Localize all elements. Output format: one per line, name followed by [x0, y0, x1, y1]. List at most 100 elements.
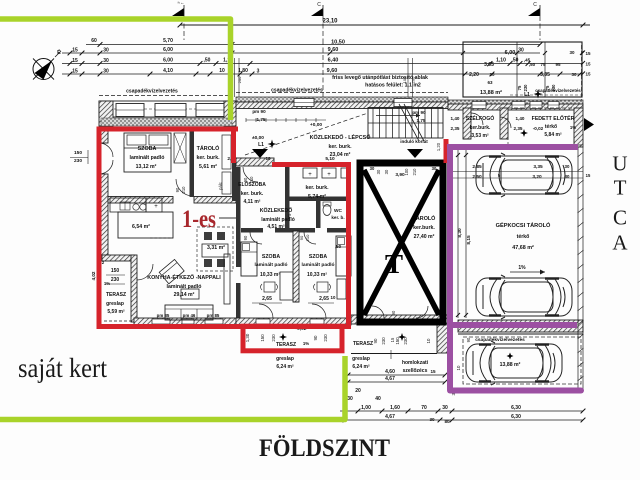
svg-text:210: 210 — [305, 234, 310, 241]
svg-text:95: 95 — [555, 62, 561, 67]
svg-text:210: 210 — [249, 176, 254, 184]
svg-text:homlokzati: homlokzati — [402, 360, 429, 366]
svg-text:pm 90: pm 90 — [252, 109, 266, 114]
svg-text:1%: 1% — [303, 341, 309, 346]
svg-text:230: 230 — [523, 84, 528, 92]
svg-text:30: 30 — [103, 69, 109, 75]
svg-text:-0,02: -0,02 — [533, 126, 544, 131]
svg-text:4,10: 4,10 — [163, 68, 173, 74]
svg-text:ker. b.: ker. b. — [331, 215, 344, 220]
svg-text:,50: ,50 — [512, 58, 519, 64]
svg-text:pálc: pálc — [218, 182, 223, 190]
svg-text:90: 90 — [391, 310, 396, 315]
svg-text:1%: 1% — [570, 125, 576, 130]
svg-text:saját kert: saját kert — [18, 353, 107, 383]
svg-text:KÖZLEKEDŐ - LÉPCSŐ: KÖZLEKEDŐ - LÉPCSŐ — [310, 133, 371, 141]
svg-text:15: 15 — [585, 51, 591, 56]
svg-text:90: 90 — [243, 177, 248, 182]
svg-text:friss levegő utánpótlást bizto: friss levegő utánpótlást biztosító ablak — [332, 75, 428, 81]
svg-text:greslap: greslap — [106, 301, 124, 307]
svg-text:30: 30 — [518, 48, 524, 54]
svg-text:90: 90 — [373, 338, 378, 343]
svg-text:80: 80 — [444, 419, 450, 424]
svg-text:szellőzécs: szellőzécs — [403, 368, 428, 374]
svg-text:30: 30 — [370, 166, 375, 171]
svg-text:100: 100 — [402, 76, 407, 83]
svg-text:5,61 m²: 5,61 m² — [199, 164, 217, 170]
svg-text:C: C — [613, 206, 627, 230]
svg-text:30: 30 — [489, 72, 495, 77]
svg-text:100: 100 — [404, 168, 409, 176]
svg-text:≈←: ≈← — [178, 0, 185, 5]
svg-text:5,74 m²: 5,74 m² — [308, 194, 326, 200]
svg-text:T: T — [614, 176, 627, 200]
svg-text:pm 85: pm 85 — [207, 313, 220, 318]
svg-text:150: 150 — [74, 150, 82, 156]
svg-text:4,67: 4,67 — [385, 414, 395, 420]
svg-text:csapadékvízelvezetés: csapadékvízelvezetés — [271, 88, 323, 94]
svg-text:1%: 1% — [518, 265, 526, 271]
svg-text:10: 10 — [219, 68, 225, 74]
svg-text:1,60: 1,60 — [390, 405, 400, 411]
svg-text:SZOBA: SZOBA — [309, 254, 327, 260]
svg-text:30: 30 — [565, 164, 570, 169]
svg-text:30: 30 — [569, 50, 575, 55]
svg-text:8,15: 8,15 — [466, 235, 472, 245]
svg-text:térkő: térkő — [545, 124, 557, 130]
svg-text:30: 30 — [103, 48, 109, 54]
svg-text:1,75: 1,75 — [257, 117, 266, 122]
svg-text:30: 30 — [571, 72, 577, 77]
svg-text:70: 70 — [421, 405, 427, 411]
svg-text:±0,00: ±0,00 — [252, 135, 264, 141]
svg-text:23,04 m²: 23,04 m² — [330, 152, 351, 158]
svg-text:27,40 m²: 27,40 m² — [414, 234, 435, 240]
svg-text:TERASZ: TERASZ — [106, 292, 126, 298]
svg-text:FEDETT ELŐTÉR: FEDETT ELŐTÉR — [532, 114, 575, 122]
svg-text:60: 60 — [91, 38, 97, 44]
svg-text:90: 90 — [313, 335, 318, 340]
svg-text:L1: L1 — [258, 142, 264, 148]
svg-text:10: 10 — [426, 338, 431, 343]
svg-text:75: 75 — [517, 85, 522, 90]
svg-text:40: 40 — [375, 396, 381, 402]
svg-text:90: 90 — [243, 235, 248, 240]
svg-text:SZOBA: SZOBA — [138, 146, 157, 152]
svg-text:150: 150 — [395, 337, 400, 345]
svg-text:pm 85: pm 85 — [157, 313, 170, 318]
svg-text:6,00: 6,00 — [505, 50, 516, 56]
svg-text:2,85: 2,85 — [472, 164, 482, 170]
svg-text:GÉPKOCSI TÁROLÓ: GÉPKOCSI TÁROLÓ — [496, 221, 551, 229]
svg-text:90: 90 — [466, 337, 471, 342]
svg-text:C: C — [533, 2, 537, 8]
svg-text:15: 15 — [72, 58, 78, 64]
svg-text:23,10: 23,10 — [322, 19, 338, 25]
svg-text:230: 230 — [74, 158, 82, 164]
svg-text:90: 90 — [299, 235, 304, 240]
svg-text:2,65: 2,65 — [262, 296, 272, 302]
svg-text:hatásos felület: 1,1 m2: hatásos felület: 1,1 m2 — [365, 83, 421, 89]
svg-text:SZÉLFOGÓ: SZÉLFOGÓ — [466, 114, 495, 122]
svg-text:230: 230 — [111, 277, 120, 283]
svg-text:pm 90: pm 90 — [412, 110, 426, 115]
svg-text:,50: ,50 — [204, 58, 211, 64]
svg-text:10: 10 — [456, 365, 461, 370]
svg-text:2,65: 2,65 — [319, 296, 329, 302]
svg-text:csapadékvízelvezetés: csapadékvízelvezetés — [126, 89, 178, 95]
svg-text:10,50: 10,50 — [331, 40, 345, 46]
svg-text:75: 75 — [287, 213, 292, 218]
svg-text:greslap: greslap — [276, 356, 294, 362]
svg-text:+0,00: +0,00 — [310, 122, 322, 128]
svg-text:laminált padló: laminált padló — [302, 262, 335, 268]
svg-text:2,35: 2,35 — [514, 126, 523, 131]
svg-text:29,14 m²: 29,14 m² — [174, 292, 195, 298]
svg-text:laminált padló: laminált padló — [130, 155, 165, 161]
svg-text:+: + — [308, 172, 312, 178]
svg-text:20: 20 — [355, 388, 361, 394]
svg-text:U: U — [612, 152, 627, 176]
svg-text:FÖLDSZINT: FÖLDSZINT — [259, 435, 390, 462]
svg-text:230: 230 — [271, 334, 276, 342]
svg-text:ELŐSZOBA: ELŐSZOBA — [238, 181, 266, 188]
svg-text:KÖZLEKEDŐ: KÖZLEKEDŐ — [260, 207, 293, 214]
svg-text:térkő: térkő — [517, 234, 530, 240]
svg-text:15: 15 — [72, 69, 78, 75]
